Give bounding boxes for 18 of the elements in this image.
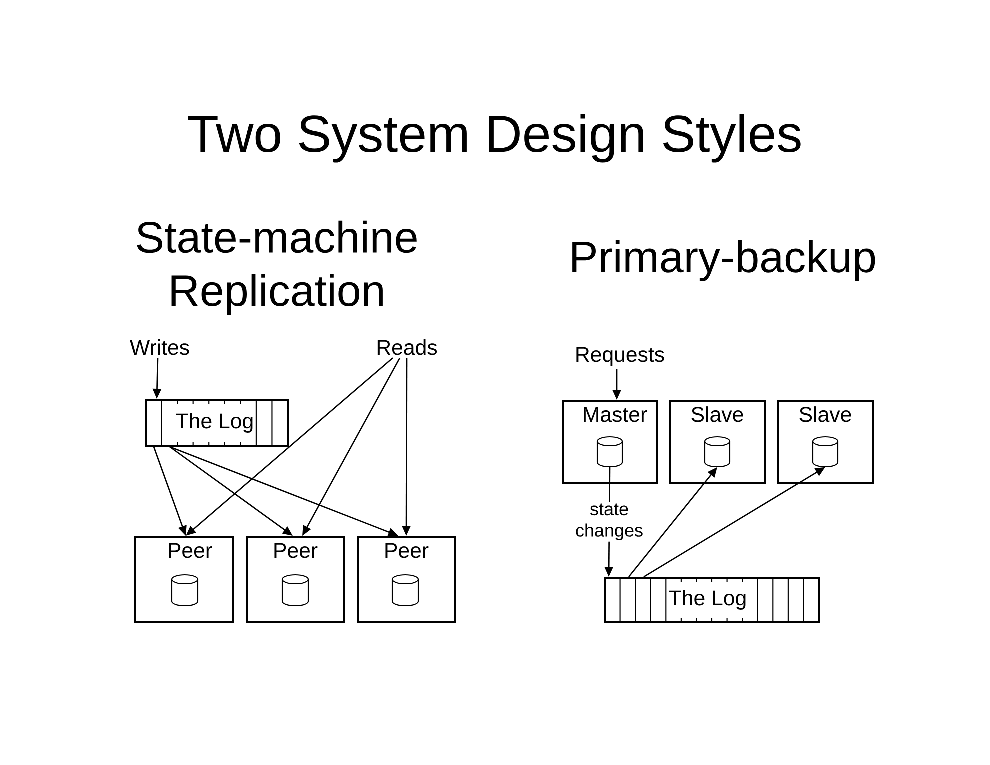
- cylinder-icon: [596, 436, 624, 468]
- server-box: Slave: [669, 400, 766, 484]
- edge-label: state changes: [572, 502, 647, 542]
- server-box: Peer: [246, 536, 345, 623]
- heading: State-machine Replication: [137, 220, 417, 316]
- log-strip: The Log: [604, 577, 820, 623]
- text-label: Writes: [130, 340, 190, 356]
- server-box: Slave: [777, 400, 874, 484]
- server-box: Peer: [357, 536, 456, 623]
- text-label: Requests: [576, 347, 664, 366]
- title: Two System Design Styles: [188, 114, 801, 163]
- server-box: Master: [562, 400, 658, 484]
- text-label: Reads: [378, 340, 438, 356]
- server-box: Peer: [134, 536, 234, 623]
- heading: Primary-backup: [572, 240, 876, 282]
- cylinder-icon: [704, 436, 731, 468]
- log-strip: The Log: [145, 399, 289, 447]
- cylinder-icon: [812, 436, 839, 468]
